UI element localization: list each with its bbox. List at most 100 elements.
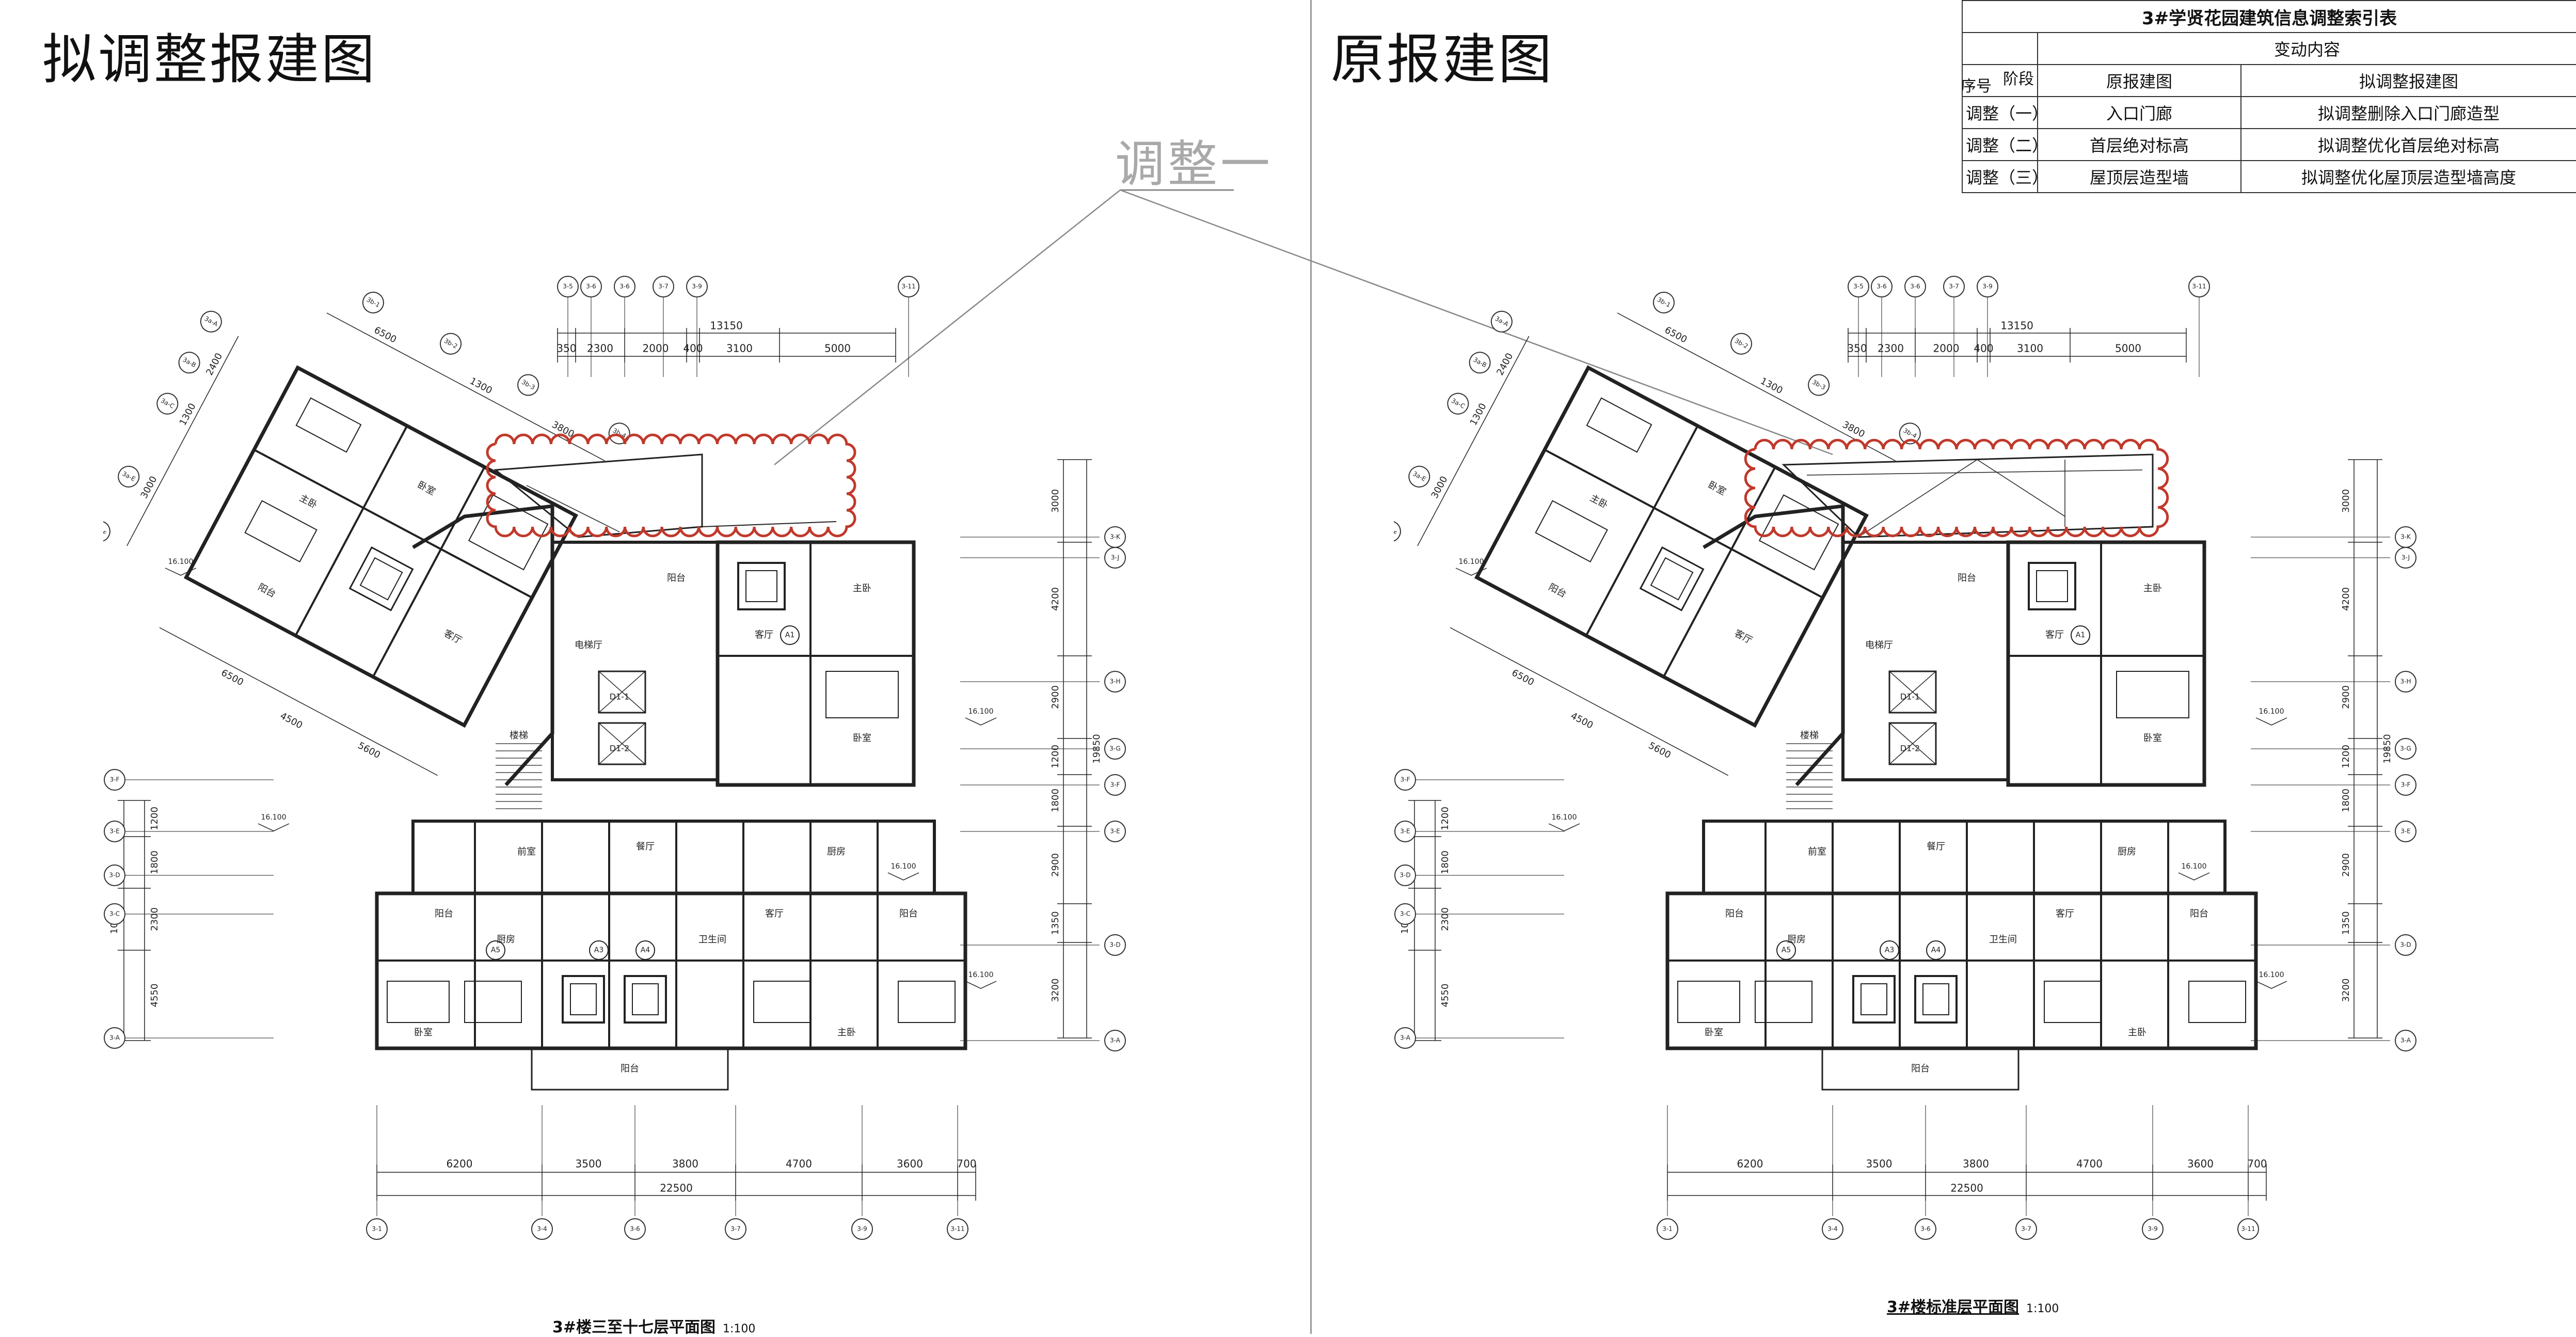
axis-bubble (898, 276, 919, 297)
axis-label: 3-D (1400, 872, 1410, 879)
elevation-mark (258, 823, 290, 831)
wing-dim-text: 2400 (1494, 351, 1515, 377)
axis-bubble (1394, 864, 1416, 886)
elevation-mark (965, 981, 997, 989)
table-header-change: 变动内容 (2037, 32, 2576, 65)
dim-text: 2300 (149, 907, 160, 931)
dim-text: 1200 (149, 807, 160, 830)
axis-label: 3-G (2400, 745, 2411, 752)
dim-text: 3100 (2017, 342, 2043, 355)
unit-tag: A4 (1931, 946, 1941, 954)
wing-dim-text: 2400 (204, 351, 225, 377)
axis-label: 3-C (109, 910, 120, 918)
axis-bubble (614, 276, 635, 297)
axis-bubble (1871, 276, 1893, 297)
axis-label: 3-A (1400, 1034, 1411, 1042)
dim-text: 2300 (1440, 907, 1451, 931)
room-label: 主卧 (853, 583, 871, 594)
dim-text: 4200 (2341, 587, 2351, 611)
axis-label: 3-H (2400, 678, 2411, 685)
axis-label: 3-7 (730, 1225, 741, 1233)
elevator-x (598, 722, 646, 765)
table-cell-original: 入口门廊 (2037, 96, 2241, 129)
room-label: 卧室 (414, 1027, 433, 1038)
shaft (1852, 975, 1896, 1024)
porch-line (1858, 459, 1978, 538)
axis-bubble (1943, 276, 1965, 297)
bed (898, 981, 956, 1023)
bed (753, 981, 811, 1023)
unit-tag: A5 (1782, 946, 1791, 954)
core-wall (551, 541, 719, 781)
unit-tag: A3 (1885, 946, 1894, 954)
axis-bubble (2395, 934, 2416, 956)
dim-text: 400 (683, 342, 703, 355)
elevation-mark (1455, 568, 1487, 576)
bed (2188, 981, 2246, 1023)
axis-bubble (1104, 671, 1126, 693)
axis-bubble (1915, 1218, 1936, 1240)
unit-tag: A1 (785, 631, 794, 639)
elevation-text: 16.100 (2259, 971, 2284, 979)
dim-text: 1800 (1440, 851, 1451, 874)
wing-outer-wall (1474, 365, 1869, 728)
wing-shaft (348, 546, 414, 611)
axis-bubble (2015, 1218, 2037, 1240)
wing-bed (244, 500, 317, 563)
room-label: 卧室 (1705, 1027, 1723, 1038)
axis-bubble (725, 1218, 746, 1240)
axis-label: 3-D (1109, 941, 1120, 949)
wing-dim-text: 1300 (1758, 375, 1784, 396)
room-label: 客厅 (442, 628, 464, 646)
wing-dim-text: 6500 (1510, 667, 1536, 688)
room-label: 卫生间 (1989, 934, 2017, 945)
room-label: 前室 (1808, 846, 1826, 857)
bed (2044, 981, 2102, 1023)
table-row: 调整（二） 首层绝对标高 拟调整优化首层绝对标高 (1962, 128, 2576, 161)
axis-bubble (517, 374, 539, 396)
bed (2116, 671, 2189, 718)
axis-bubble (200, 310, 222, 333)
axis-bubble (104, 1027, 125, 1049)
dim-total-text: 22500 (660, 1182, 693, 1194)
table-cell-id: 调整（三） (1962, 160, 2038, 193)
dim-text: 3100 (726, 342, 753, 355)
axis-label: 3-C (1400, 910, 1410, 918)
table-cell-id: 调整（二） (1962, 128, 2038, 161)
wing-wall (1662, 466, 1776, 678)
axis-bubble (1394, 769, 1416, 791)
axis-bubble (1652, 291, 1675, 313)
shaft (562, 975, 605, 1024)
axis-bubble (1104, 774, 1126, 796)
dim-text: 350 (1847, 342, 1867, 355)
caption-proposed-text: 3#楼三至十七层平面图 (552, 1318, 716, 1336)
axis-label: 3-F (1110, 781, 1120, 789)
room-label: 阳台 (1547, 581, 1568, 600)
axis-bubble (2142, 1218, 2164, 1240)
dim-text: 2900 (2341, 853, 2351, 877)
elevator-tag: D1-2 (610, 744, 629, 753)
dim-text: 5000 (824, 342, 851, 355)
core-wall (412, 504, 554, 787)
room-label: 厨房 (2118, 846, 2136, 857)
table-row: 调整（一） 入口门廊 拟调整删除入口门廊造型 (1962, 96, 2576, 129)
shaft (737, 562, 786, 610)
room-label: 阳台 (1911, 1063, 1930, 1074)
porch-line (1977, 459, 2065, 517)
wing-bed (1535, 500, 1608, 563)
axis-label: 3-F (110, 776, 120, 783)
axis-bubble (1657, 1218, 1678, 1240)
table-header-proposed: 拟调整报建图 (2240, 64, 2576, 97)
axis-label: 3-E (1400, 828, 1410, 835)
elevator-shaft (1888, 670, 1937, 714)
elevation-text: 16.100 (968, 707, 994, 716)
axis-label: 3-J (1111, 554, 1119, 561)
dim-text: 4700 (786, 1158, 812, 1170)
shaft (2028, 562, 2076, 610)
elevation-text: 16.100 (968, 971, 994, 979)
wing-wall (253, 449, 533, 599)
elevation-text: 16.100 (2182, 862, 2207, 871)
bed (1677, 981, 1740, 1023)
